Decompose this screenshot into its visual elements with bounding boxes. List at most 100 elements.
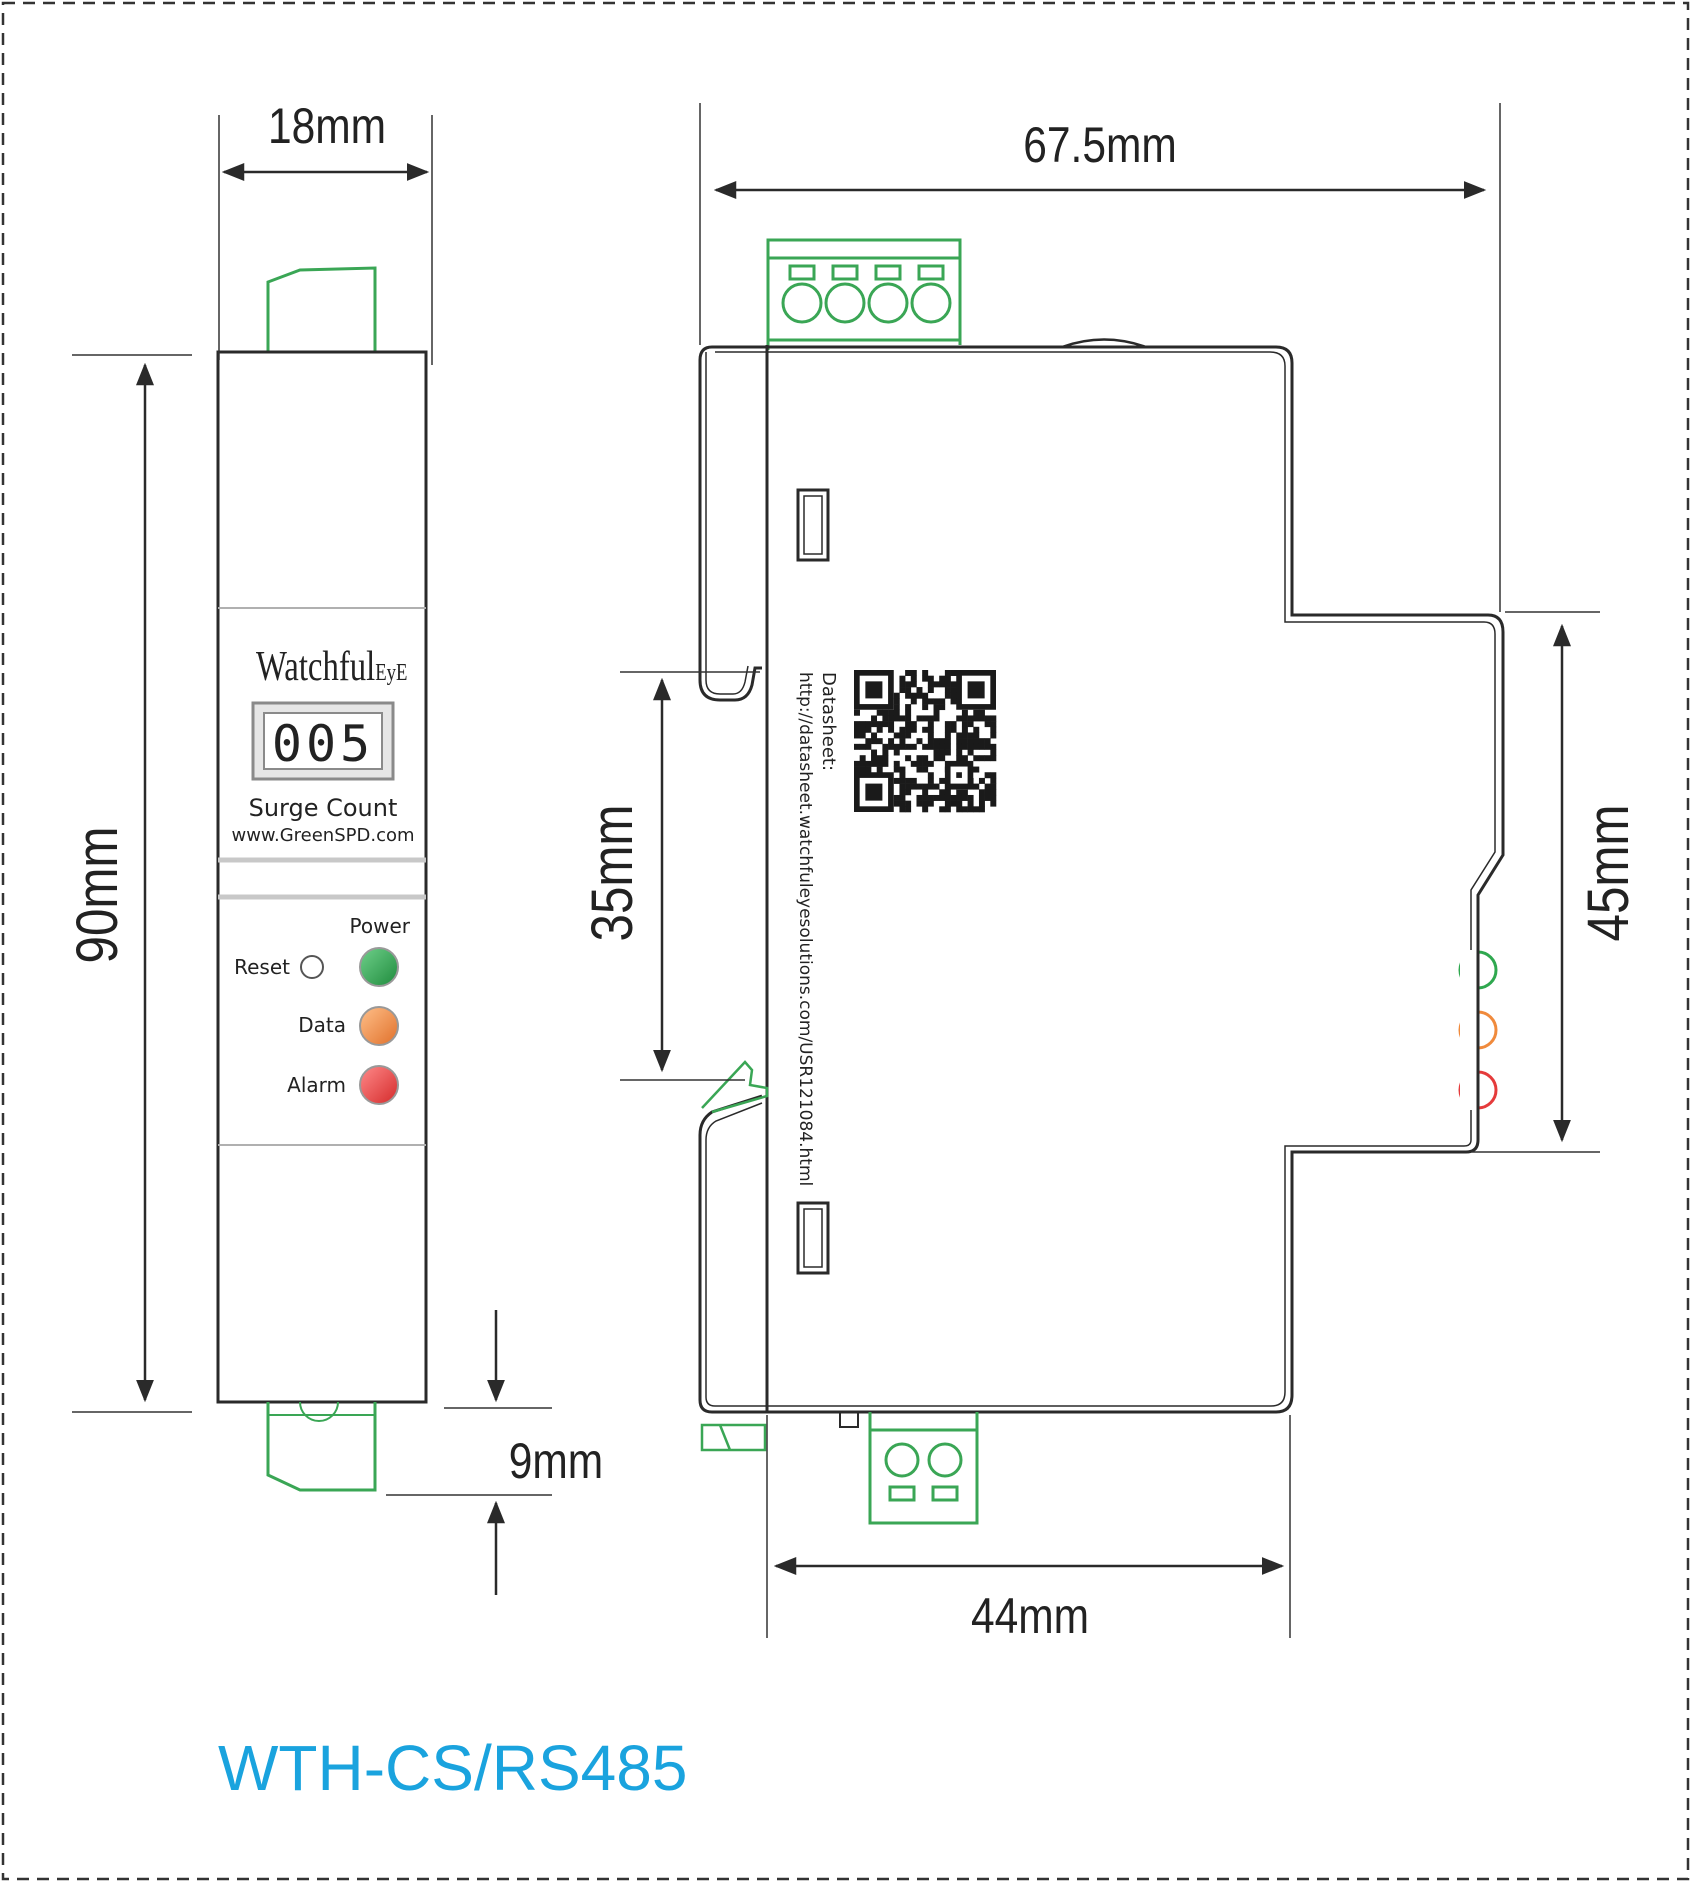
qr-module bbox=[893, 743, 900, 750]
qr-module bbox=[910, 726, 917, 733]
qr-module bbox=[939, 675, 946, 682]
qr-module bbox=[939, 794, 946, 801]
qr-module bbox=[927, 772, 934, 779]
qr-module bbox=[944, 800, 951, 807]
qr-module bbox=[899, 789, 906, 796]
qr-module bbox=[905, 687, 912, 694]
qr-module bbox=[990, 721, 997, 728]
qr-module bbox=[927, 760, 934, 767]
qr-module bbox=[978, 806, 985, 813]
qr-module bbox=[944, 681, 951, 688]
qr-module bbox=[910, 777, 917, 784]
qr-module bbox=[961, 715, 968, 722]
qr-module bbox=[888, 743, 895, 750]
qr-module bbox=[854, 760, 860, 767]
qr-module bbox=[990, 772, 997, 779]
qr-module bbox=[882, 743, 889, 750]
qr-module bbox=[910, 760, 917, 767]
qr-module bbox=[871, 721, 878, 728]
dim-front-width-text: 18mm bbox=[268, 98, 386, 154]
qr-module bbox=[939, 738, 946, 745]
qr-module bbox=[939, 749, 946, 756]
qr-module bbox=[865, 766, 872, 773]
qr-module bbox=[990, 794, 997, 801]
qr-module bbox=[967, 715, 974, 722]
qr-module bbox=[967, 732, 974, 739]
qr-module bbox=[922, 704, 929, 711]
qr-module bbox=[956, 755, 963, 762]
qr-module bbox=[956, 738, 963, 745]
qr-module bbox=[939, 777, 946, 784]
qr-module bbox=[899, 681, 906, 688]
counter-display-screen bbox=[263, 712, 383, 770]
qr-module bbox=[893, 692, 900, 699]
qr-module bbox=[905, 704, 912, 711]
qr-module bbox=[944, 726, 951, 733]
qr-module bbox=[950, 721, 957, 728]
qr-module bbox=[899, 732, 906, 739]
qr-module bbox=[933, 755, 940, 762]
qr-module bbox=[973, 732, 980, 739]
qr-module bbox=[899, 687, 906, 694]
reset-label: Reset bbox=[234, 955, 290, 979]
reset-button[interactable] bbox=[300, 955, 324, 979]
side-body-outline bbox=[698, 345, 1505, 1414]
qr-module bbox=[984, 794, 991, 801]
dim-terminal: 9mm bbox=[386, 1310, 603, 1595]
qr-module bbox=[899, 738, 906, 745]
qr-module bbox=[927, 777, 934, 784]
qr-module bbox=[865, 738, 872, 745]
dim-front-width: 18mm bbox=[218, 98, 433, 365]
qr-module bbox=[967, 806, 974, 813]
qr-module bbox=[978, 738, 985, 745]
qr-module bbox=[939, 743, 946, 750]
data-label: Data bbox=[298, 1013, 346, 1037]
qr-module bbox=[927, 738, 934, 745]
qr-module bbox=[984, 772, 991, 779]
qr-module bbox=[888, 721, 895, 728]
qr-module bbox=[990, 726, 997, 733]
qr-module bbox=[939, 704, 946, 711]
qr-module bbox=[893, 777, 900, 784]
qr-module bbox=[854, 743, 860, 750]
qr-module bbox=[978, 743, 985, 750]
qr-module bbox=[916, 794, 923, 801]
qr-module bbox=[899, 715, 906, 722]
qr-module bbox=[961, 755, 968, 762]
qr-module bbox=[922, 675, 929, 682]
power-label: Power bbox=[350, 914, 411, 938]
qr-module bbox=[922, 800, 929, 807]
qr-module bbox=[939, 681, 946, 688]
qr-module bbox=[933, 681, 940, 688]
qr-module bbox=[944, 738, 951, 745]
qr-module bbox=[961, 709, 968, 716]
qr-module bbox=[973, 726, 980, 733]
qr-module bbox=[899, 772, 906, 779]
dim-rail-text: 35mm bbox=[580, 805, 645, 942]
qr-module bbox=[882, 755, 889, 762]
qr-module bbox=[933, 698, 940, 705]
qr-module bbox=[854, 732, 860, 739]
qr-module bbox=[933, 715, 940, 722]
qr-module bbox=[944, 687, 951, 694]
qr-module bbox=[876, 766, 883, 773]
qr-code bbox=[854, 670, 997, 813]
qr-module bbox=[990, 715, 997, 722]
dim-base-text: 44mm bbox=[971, 1588, 1089, 1644]
qr-module bbox=[882, 760, 889, 767]
qr-module bbox=[984, 783, 991, 790]
dim-front-height: 90mm bbox=[65, 354, 192, 1413]
qr-module bbox=[990, 743, 997, 750]
side-slot-bottom bbox=[796, 1201, 830, 1275]
model-name: WTH-CS/RS485 bbox=[218, 1732, 687, 1804]
qr-module bbox=[927, 726, 934, 733]
qr-module bbox=[893, 709, 900, 716]
qr-module bbox=[933, 749, 940, 756]
qr-module bbox=[956, 732, 963, 739]
front-bottom-terminal-detail bbox=[268, 1401, 375, 1422]
dim-rail: 35mm bbox=[580, 671, 760, 1081]
qr-module bbox=[893, 704, 900, 711]
qr-module bbox=[899, 777, 906, 784]
alarm-led bbox=[359, 1065, 399, 1105]
